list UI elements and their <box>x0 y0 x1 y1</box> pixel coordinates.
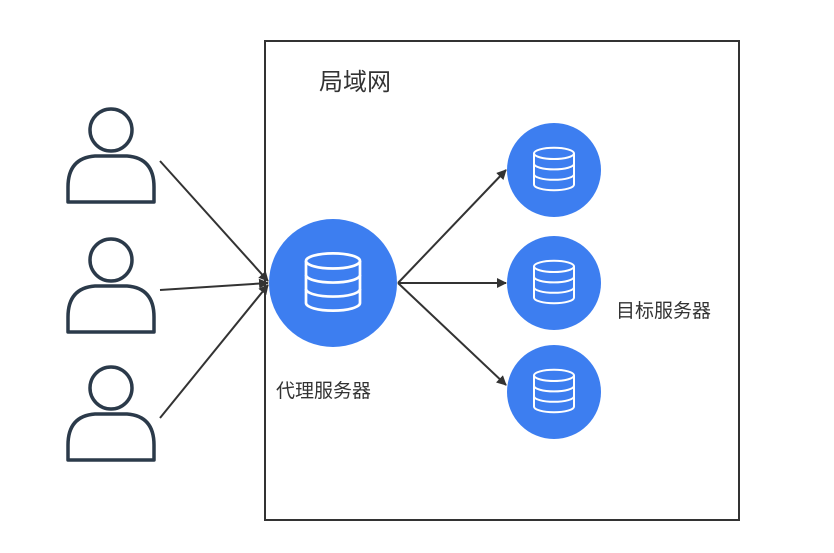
user-icon <box>66 365 156 462</box>
proxy-server <box>269 219 397 347</box>
target-servers-label: 目标服务器 <box>616 300 712 322</box>
arrow-user3-to-proxy <box>159 284 269 419</box>
target-server-1 <box>507 123 601 217</box>
user-icon <box>66 107 156 204</box>
user-icon <box>66 237 156 334</box>
target-server-2 <box>507 236 601 330</box>
target-server-3 <box>507 345 601 439</box>
arrow-proxy-to-target3 <box>397 282 507 386</box>
proxy-server-label: 代理服务器 <box>276 380 372 402</box>
arrow-proxy-to-target1 <box>397 169 507 284</box>
arrow-user1-to-proxy <box>159 160 269 282</box>
arrow-user2-to-proxy <box>159 278 269 291</box>
lan-title: 局域网 <box>319 68 391 96</box>
